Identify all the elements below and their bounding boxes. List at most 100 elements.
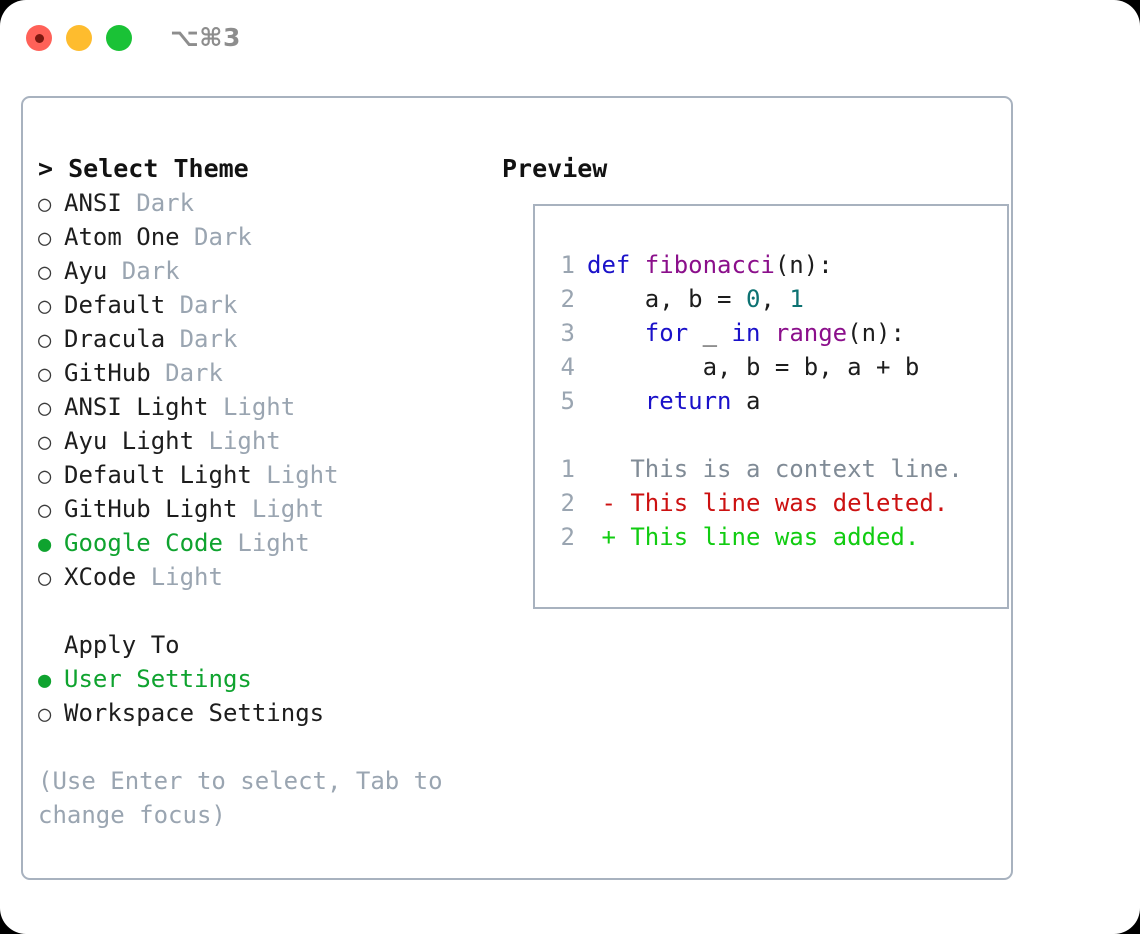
- apply-to-heading-row: ○ Apply To: [38, 628, 498, 662]
- theme-selection-pane: > Select Theme ○ANSI Dark○Atom One Dark○…: [38, 152, 498, 832]
- code-line-6: 1 This is a context line.: [549, 452, 963, 486]
- radio-unselected-icon: ○: [38, 294, 52, 319]
- line-number: [549, 418, 575, 452]
- code-token-fn: fibonacci: [644, 251, 775, 279]
- code-line-7: 2 - This line was deleted.: [549, 486, 963, 520]
- radio-unselected-icon: ○: [38, 702, 52, 727]
- theme-item-category: Light: [237, 495, 325, 523]
- theme-item-label: Ayu Light: [64, 427, 195, 455]
- theme-item-category: Light: [208, 393, 296, 421]
- line-number: 1: [560, 455, 575, 483]
- select-theme-heading: > Select Theme: [38, 154, 249, 183]
- theme-item-label: Default: [64, 291, 166, 319]
- line-number: 2: [560, 285, 575, 313]
- apply-option-1[interactable]: ○ Workspace Settings: [38, 696, 498, 730]
- code-token-kw: def: [587, 251, 645, 279]
- theme-item-category: Dark: [121, 189, 195, 217]
- code-line-3: 4 a, b = b, a + b: [549, 350, 963, 384]
- radio-unselected-icon: ○: [38, 362, 52, 387]
- theme-item-2[interactable]: ○Ayu Dark: [38, 254, 498, 288]
- window-controls: [26, 25, 132, 51]
- line-number: 2: [560, 489, 575, 517]
- code-token-add: + This line was added.: [587, 523, 920, 551]
- theme-item-label: GitHub Light: [64, 495, 238, 523]
- keyboard-hint: (Use Enter to select, Tab to change focu…: [38, 767, 458, 829]
- code-line-4: 5 return a: [549, 384, 963, 418]
- apply-to-heading: Apply To: [64, 631, 180, 659]
- shortcut-label: ⌥⌘3: [170, 23, 241, 52]
- theme-list[interactable]: ○ANSI Dark○Atom One Dark○Ayu Dark○Defaul…: [38, 186, 498, 594]
- theme-item-category: Dark: [150, 359, 223, 387]
- code-token-kw: return: [644, 387, 732, 415]
- theme-item-6[interactable]: ○ ANSI Light Light: [38, 390, 498, 424]
- line-number: 5: [560, 387, 575, 415]
- code-token-kw: in: [731, 319, 761, 347]
- code-token-num: 0: [745, 285, 761, 313]
- theme-item-label: Atom One: [64, 223, 180, 251]
- theme-item-4[interactable]: ○Dracula Dark: [38, 322, 498, 356]
- theme-item-category: Dark: [165, 291, 238, 319]
- theme-item-8[interactable]: ○Default Light Light: [38, 458, 498, 492]
- theme-item-7[interactable]: ○Ayu Light Light: [38, 424, 498, 458]
- line-number: 1: [560, 251, 575, 279]
- radio-unselected-icon: ○: [38, 260, 52, 285]
- code-token-pln: a: [731, 387, 761, 415]
- theme-item-category: Dark: [165, 325, 238, 353]
- radio-unselected-icon: ○: [38, 226, 52, 251]
- title-bar: ⌥⌘3: [0, 0, 1140, 78]
- radio-unselected-icon: ○: [38, 498, 52, 523]
- theme-item-11[interactable]: ○XCode Light: [38, 560, 498, 594]
- code-token-pln: a, b = b, a + b: [587, 353, 920, 381]
- theme-item-5[interactable]: ○ GitHub Dark: [38, 356, 498, 390]
- theme-item-category: Dark: [179, 223, 252, 251]
- line-number: 3: [560, 319, 575, 347]
- code-token-pln: [587, 384, 645, 418]
- line-number: 4: [560, 353, 575, 381]
- theme-item-label: ANSI: [64, 189, 122, 217]
- theme-item-0[interactable]: ○ ANSI Dark: [38, 186, 498, 220]
- code-token-fn: range: [774, 319, 848, 347]
- code-token-pln: _: [688, 319, 732, 347]
- code-token-pln: a, b =: [587, 285, 746, 313]
- preview-heading: Preview: [502, 154, 608, 183]
- theme-item-label: GitHub: [64, 359, 151, 387]
- code-line-0: 1 def fibonacci(n):: [549, 248, 963, 282]
- theme-item-9[interactable]: ○ GitHub Light Light: [38, 492, 498, 526]
- code-token-pln: (n):: [847, 319, 905, 347]
- code-line-1: 2 a, b = 0, 1: [549, 282, 963, 316]
- apply-option-0[interactable]: ● User Settings: [38, 662, 498, 696]
- theme-item-1[interactable]: ○ Atom One Dark: [38, 220, 498, 254]
- theme-item-10[interactable]: ●Google Code Light: [38, 526, 498, 560]
- apply-option-label: Workspace Settings: [64, 699, 325, 727]
- theme-item-3[interactable]: ○ Default Dark: [38, 288, 498, 322]
- radio-selected-icon: ●: [38, 668, 52, 693]
- theme-item-label: Dracula: [64, 325, 166, 353]
- radio-unselected-icon: ○: [38, 396, 52, 421]
- code-line-8: 2 + This line was added.: [549, 520, 963, 554]
- code-token-del: - This line was deleted.: [587, 489, 949, 517]
- apply-to-list[interactable]: ● User Settings ○ Workspace Settings: [38, 662, 498, 730]
- radio-unselected-icon: ○: [38, 192, 52, 217]
- code-token-pln: (n):: [774, 251, 833, 279]
- apply-option-label: User Settings: [64, 665, 252, 693]
- radio-unselected-icon: ○: [38, 464, 52, 489]
- spacer-bullet: ○: [38, 630, 64, 664]
- line-number: 2: [560, 523, 575, 551]
- code-token-pln: [760, 316, 774, 350]
- close-button[interactable]: [26, 25, 52, 51]
- theme-item-category: Light: [194, 427, 281, 455]
- theme-picker-card: > Select Theme ○ANSI Dark○Atom One Dark○…: [21, 96, 1013, 880]
- theme-item-label: ANSI Light: [64, 393, 209, 421]
- minimize-button[interactable]: [66, 25, 92, 51]
- zoom-button[interactable]: [106, 25, 132, 51]
- theme-item-category: Dark: [107, 257, 180, 285]
- code-token-ctx: This is a context line.: [587, 455, 963, 483]
- code-token-pln: ,: [760, 285, 790, 313]
- theme-item-label: XCode: [64, 563, 137, 591]
- theme-item-category: Light: [136, 563, 223, 591]
- code-line-2: 3 for _ in range(n):: [549, 316, 963, 350]
- list-spacer: [38, 594, 498, 628]
- radio-selected-icon: ●: [38, 532, 52, 557]
